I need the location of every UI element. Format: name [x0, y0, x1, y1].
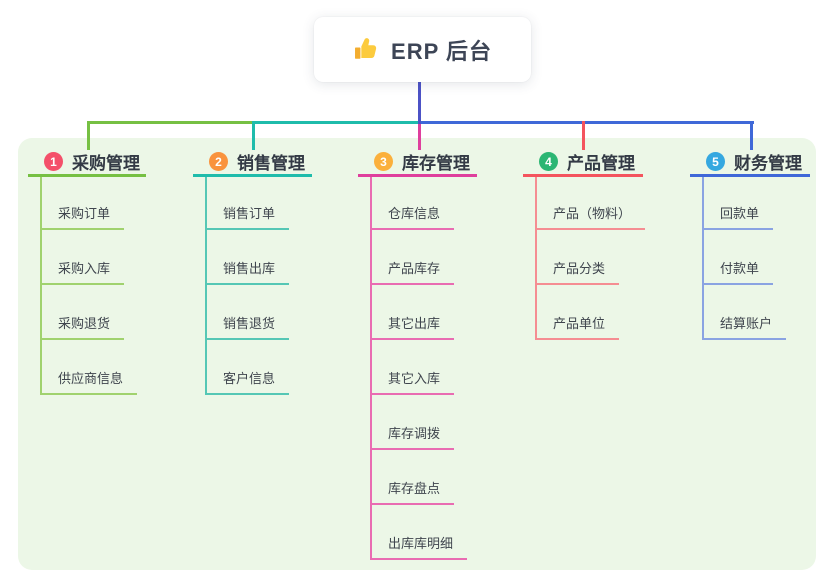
branch-number-badge-3: 3 [374, 152, 393, 171]
child-node[interactable]: 采购入库 [40, 251, 125, 285]
branch-title-label: 采购管理 [72, 154, 140, 173]
child-node[interactable]: 其它入库 [370, 361, 455, 395]
bus-segment-teal [253, 121, 419, 124]
child-node[interactable]: 库存盘点 [370, 471, 455, 505]
child-node[interactable]: 供应商信息 [40, 361, 138, 395]
branch-title-4[interactable]: 4 产品管理 [523, 149, 643, 177]
branch-trunk-line-4 [535, 174, 537, 340]
root-node-label: ERP 后台 [391, 38, 492, 64]
child-node[interactable]: 结算账户 [702, 306, 787, 340]
child-node[interactable]: 采购订单 [40, 196, 125, 230]
branch-drop-line-5 [750, 121, 753, 150]
branch-number-badge-4: 4 [539, 152, 558, 171]
child-node[interactable]: 销售订单 [205, 196, 290, 230]
branch-title-label: 财务管理 [734, 154, 802, 173]
branch-drop-line-2 [252, 121, 255, 150]
child-node[interactable]: 出库库明细 [370, 526, 468, 560]
child-node[interactable]: 销售退货 [205, 306, 290, 340]
child-node[interactable]: 产品（物料） [535, 196, 646, 230]
bus-segment-green [88, 121, 253, 124]
branch-title-label: 销售管理 [237, 154, 305, 173]
branches-background-panel [18, 138, 816, 570]
child-node[interactable]: 其它出库 [370, 306, 455, 340]
child-node[interactable]: 销售出库 [205, 251, 290, 285]
child-node[interactable]: 库存调拨 [370, 416, 455, 450]
bus-segment-blue [419, 121, 754, 124]
branch-number-badge-1: 1 [44, 152, 63, 171]
child-node[interactable]: 产品分类 [535, 251, 620, 285]
branch-title-5[interactable]: 5 财务管理 [690, 149, 810, 177]
root-node-erp[interactable]: ERP 后台 [314, 17, 531, 82]
branch-trunk-line-3 [370, 174, 372, 560]
branch-title-label: 产品管理 [567, 154, 635, 173]
branch-title-label: 库存管理 [402, 154, 470, 173]
branch-title-3[interactable]: 3 库存管理 [358, 149, 477, 177]
root-drop-line [418, 82, 421, 124]
child-node[interactable]: 产品库存 [370, 251, 455, 285]
branch-number-badge-2: 2 [209, 152, 228, 171]
branch-drop-line-4 [582, 121, 585, 150]
branch-title-1[interactable]: 1 采购管理 [28, 149, 146, 177]
child-node[interactable]: 付款单 [702, 251, 774, 285]
branch-number-badge-5: 5 [706, 152, 725, 171]
branch-title-2[interactable]: 2 销售管理 [193, 149, 312, 177]
thumbs-up-icon [353, 36, 380, 63]
child-node[interactable]: 产品单位 [535, 306, 620, 340]
branch-drop-line-1 [87, 121, 90, 150]
child-node[interactable]: 客户信息 [205, 361, 290, 395]
branch-drop-line-3 [418, 121, 421, 150]
child-node[interactable]: 仓库信息 [370, 196, 455, 230]
child-node[interactable]: 回款单 [702, 196, 774, 230]
branch-trunk-line-5 [702, 174, 704, 340]
child-node[interactable]: 采购退货 [40, 306, 125, 340]
